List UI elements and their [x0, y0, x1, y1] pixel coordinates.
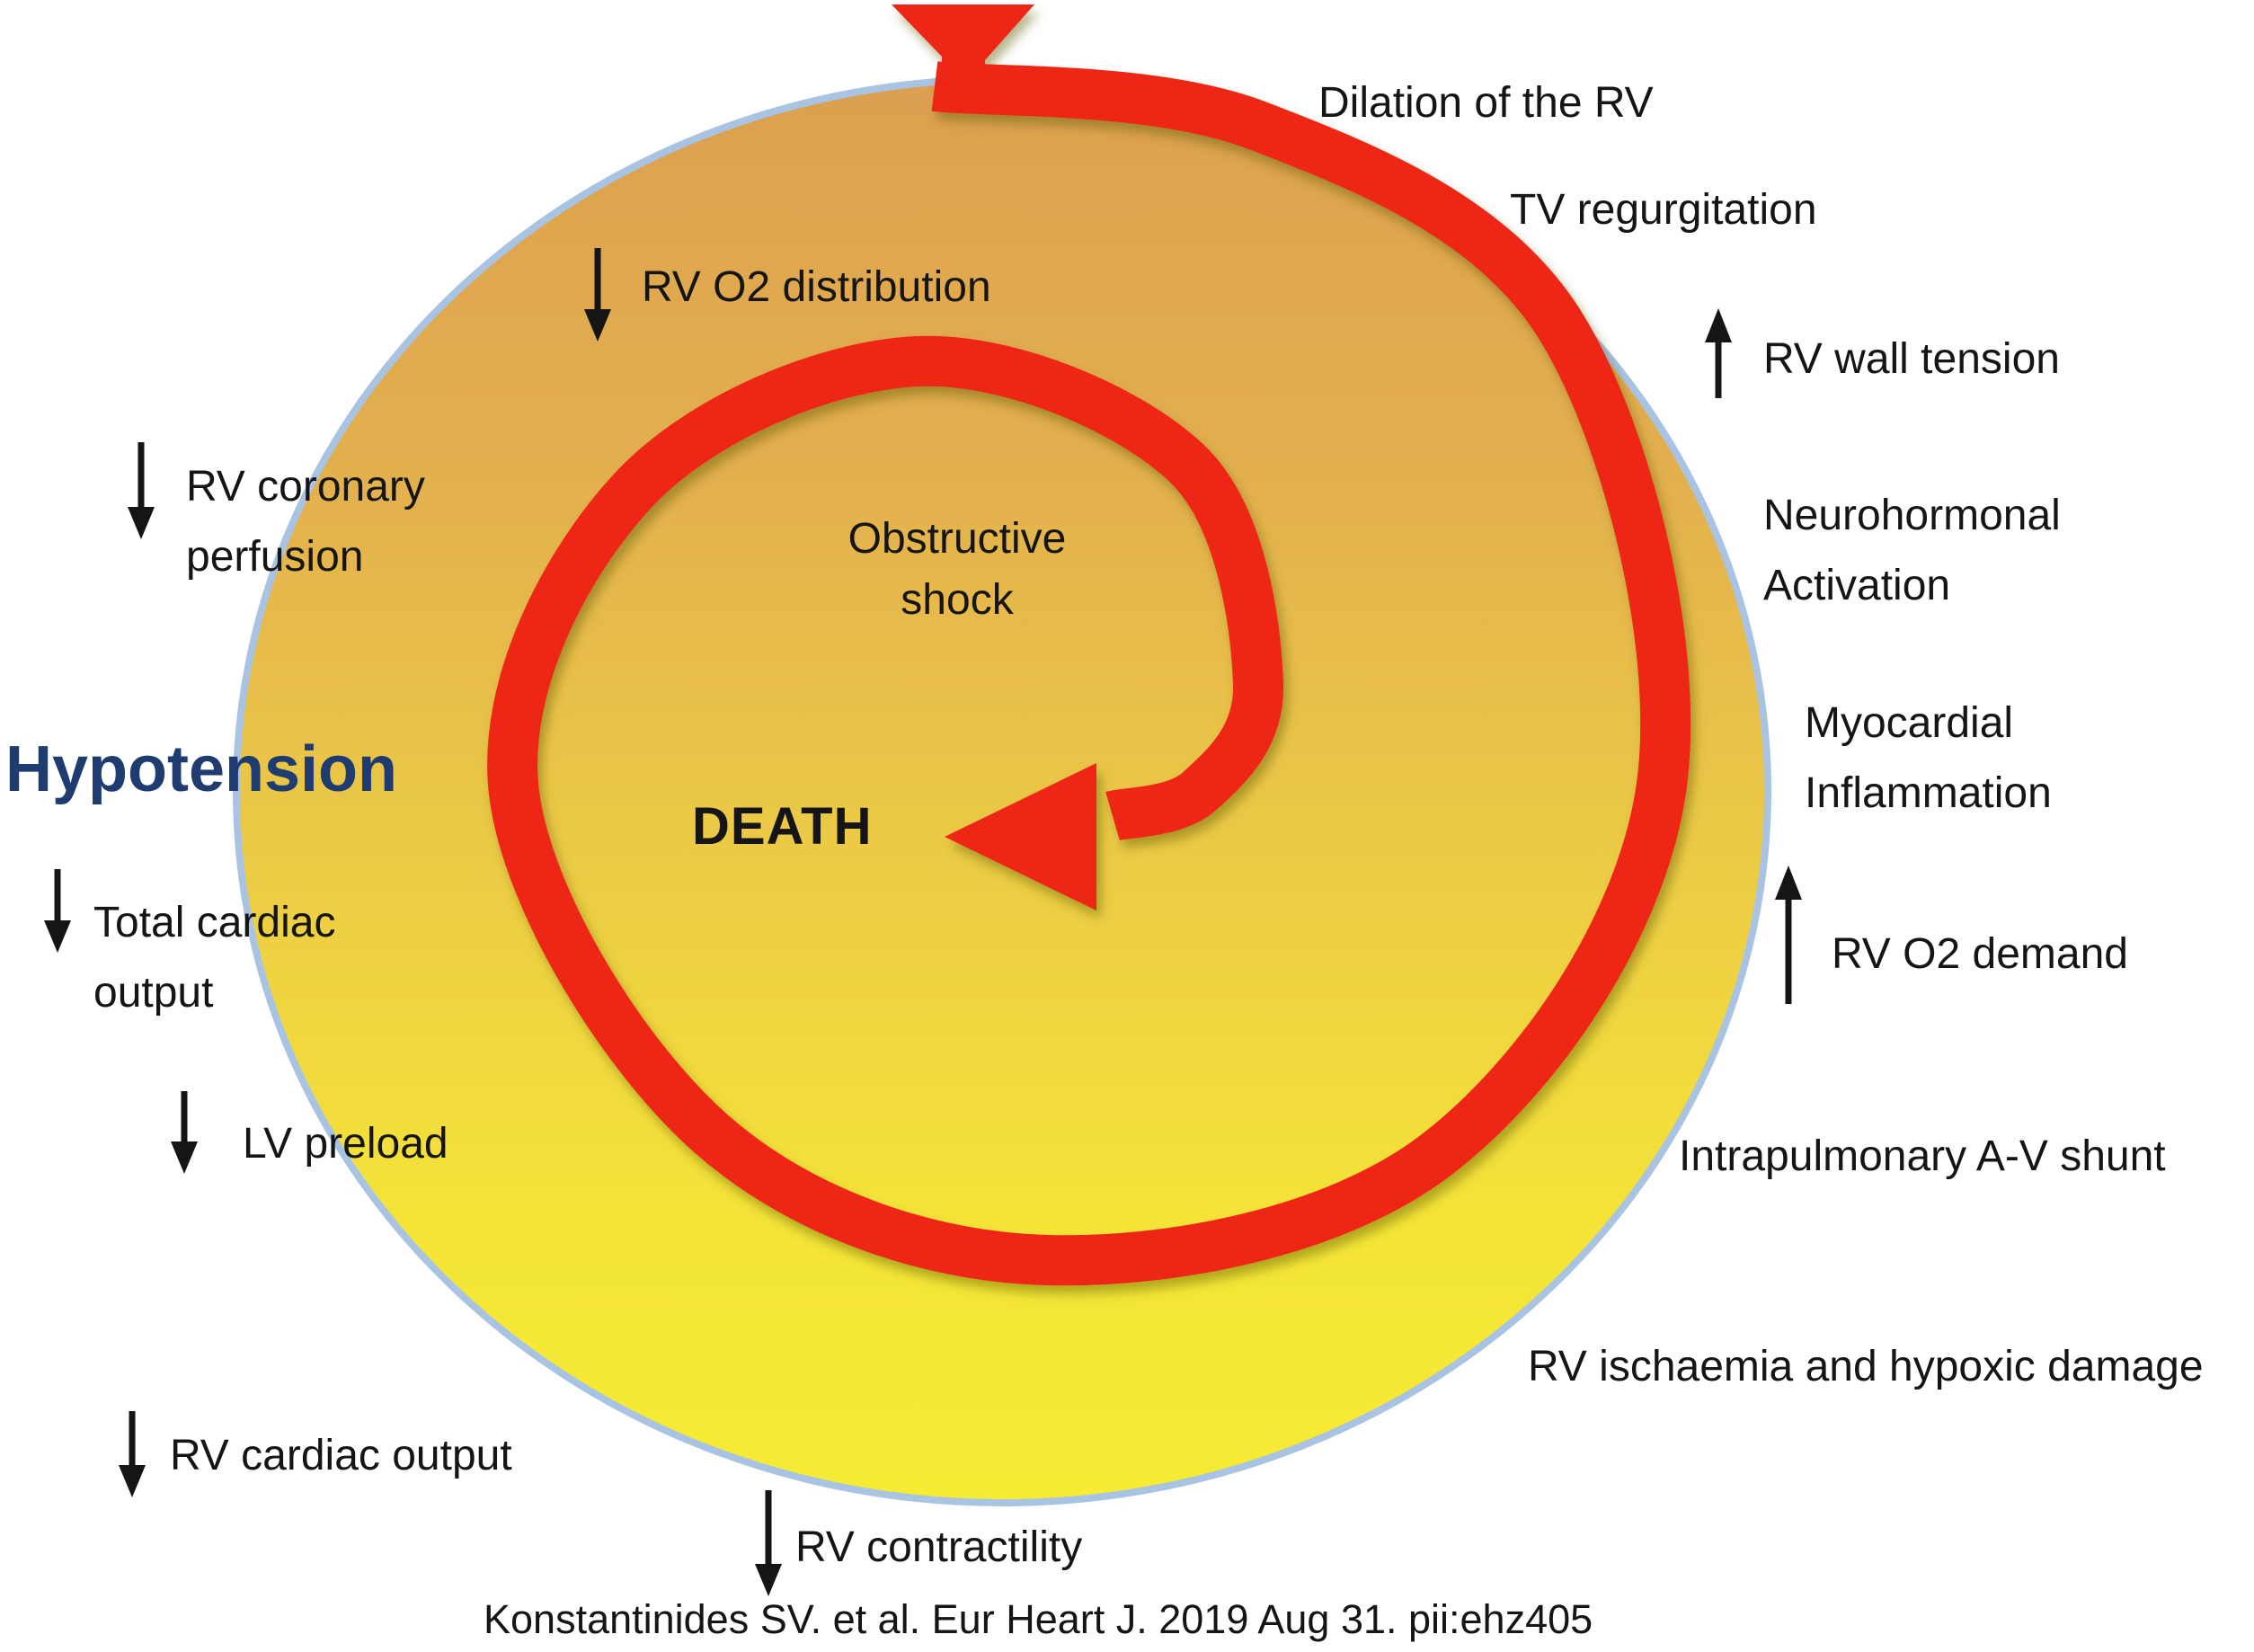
- label-rv-coronary-perfusion: RV coronary perfusion: [186, 463, 425, 581]
- label-rv-o2-distribution: RV O2 distribution: [642, 263, 991, 311]
- citation-text: Konstantinides SV. et al. Eur Heart J. 2…: [484, 1596, 1593, 1642]
- down-arrow-icon-rv-contractility: [755, 1490, 782, 1596]
- down-arrow-icon-rv-cardiac-output: [119, 1411, 146, 1497]
- down-arrow-icon-rv-o2-distribution: [584, 248, 611, 342]
- label-myocardial-inflammation: Myocardial Inflammation: [1805, 699, 2052, 817]
- down-arrow-icon-rv-coronary-perfusion: [128, 442, 155, 539]
- spiral-band: [487, 61, 1691, 1286]
- spiral-arrowhead-icon: [945, 763, 1096, 910]
- label-neurohormonal-activation: Neurohormonal Activation: [1763, 492, 2061, 609]
- label-rv-ischaemia-hypoxic-damage: RV ischaemia and hypoxic damage: [1528, 1343, 2204, 1390]
- label-rv-o2-demand: RV O2 demand: [1832, 930, 2128, 978]
- label-rv-contractility: RV contractility: [795, 1523, 1083, 1571]
- label-total-cardiac-output: Total cardiac output: [93, 899, 336, 1017]
- down-arrow-icon-total-cardiac-output: [44, 869, 71, 953]
- label-death: DEATH: [692, 797, 873, 856]
- label-tv-regurgitation: TV regurgitation: [1510, 186, 1817, 234]
- label-obstructive-shock: Obstructive shock: [847, 515, 1067, 624]
- label-intrapulmonary-av-shunt: Intrapulmonary A-V shunt: [1679, 1132, 2166, 1180]
- up-arrow-icon-rv-wall-tension: [1705, 308, 1732, 398]
- spiral-entry-funnel-icon: [892, 4, 1034, 106]
- label-dilation-of-rv: Dilation of the RV: [1318, 79, 1654, 127]
- label-lv-preload: LV preload: [243, 1120, 448, 1168]
- label-hypotension: Hypotension: [5, 733, 398, 805]
- down-arrow-icon-lv-preload: [171, 1091, 198, 1174]
- label-rv-wall-tension: RV wall tension: [1763, 335, 2060, 383]
- up-arrow-icon-rv-o2-demand: [1775, 866, 1802, 1004]
- label-rv-cardiac-output: RV cardiac output: [170, 1432, 512, 1479]
